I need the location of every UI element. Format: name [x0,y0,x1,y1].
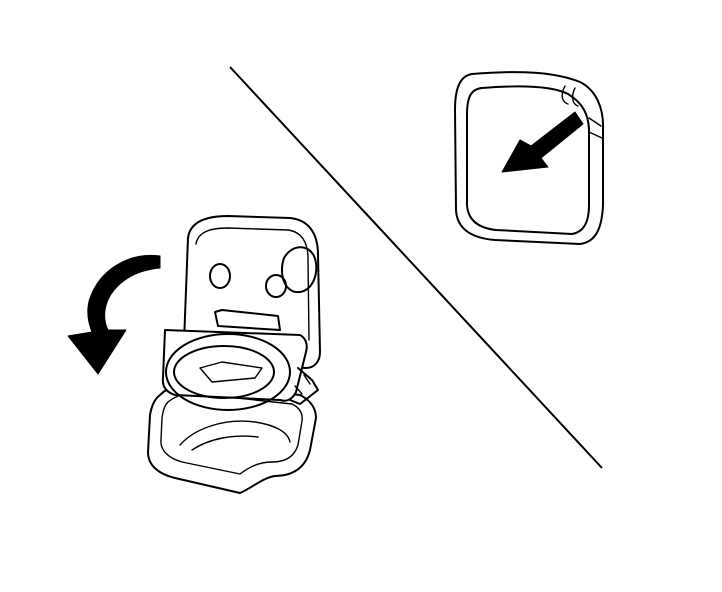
cup-ring-inner [173,345,275,399]
lid-hole-left [209,263,231,289]
panel-inner-frame [466,85,590,235]
lid-hole-large [281,246,318,294]
ring-support-arm [161,329,308,402]
divider-line [229,66,603,469]
side-arm [289,367,319,405]
cup-ring-outer [165,333,291,411]
ring-insert [199,361,263,383]
open-cupholder [147,215,321,494]
side-arm-detail [294,374,311,395]
cup-pocket [179,420,291,451]
closed-cupholder-panel [454,71,605,245]
push-arrow-icon [501,111,584,173]
panel-notch [561,85,579,107]
panel-hinge-mark [588,117,603,139]
cupholder-tray-inner [160,392,303,475]
hinge-clip [214,309,281,331]
panel-outer-frame [454,71,605,245]
curved-arrow-down-left-icon [67,254,161,375]
